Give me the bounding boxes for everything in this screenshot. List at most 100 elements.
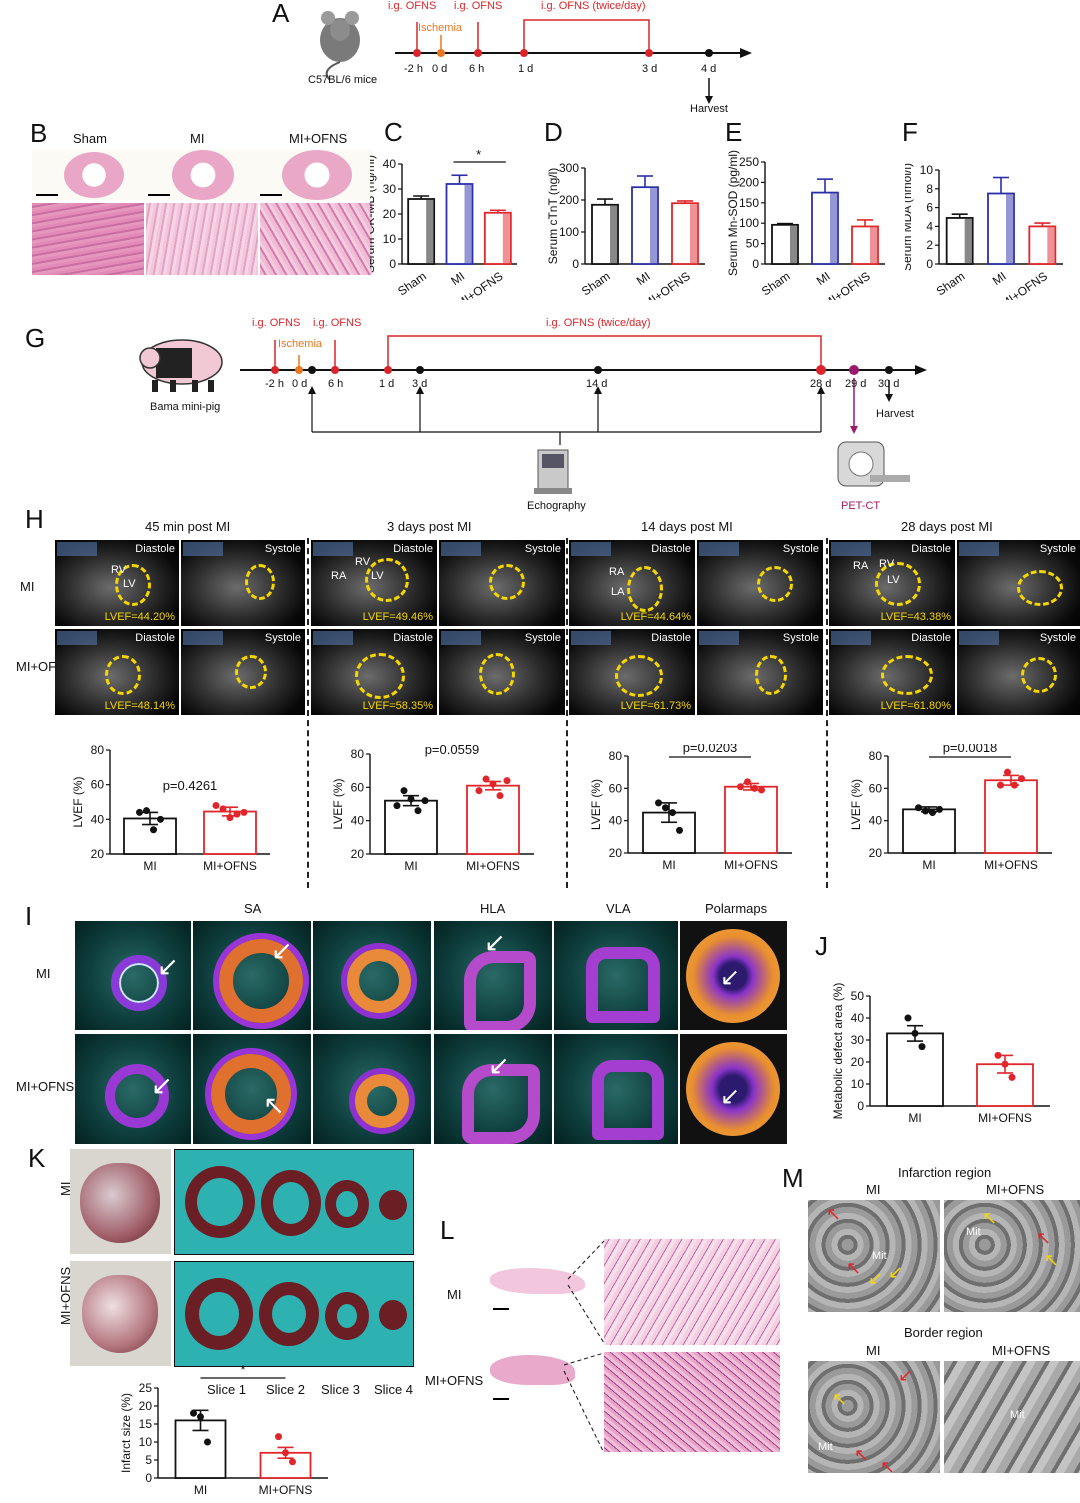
data-point <box>240 808 248 816</box>
x-tick-label: MI+OFNS <box>259 1483 313 1497</box>
pet-ofns-sa-3 <box>313 1034 431 1144</box>
red-arrow-icon: ↖ <box>826 1204 842 1224</box>
panel-letter-l: L <box>440 1215 455 1245</box>
echo-ofns-14d-systole: Systole <box>697 629 823 715</box>
chart-annotation: p=0.0559 <box>425 742 480 757</box>
m-border-title: Border region <box>904 1325 983 1340</box>
echo-mi-14d-diastole: Diastole RA LA LVEF=44.64% <box>569 540 695 626</box>
tick-g-6: 28 d <box>810 378 832 390</box>
bar-shade <box>1006 194 1013 263</box>
timeline-a-harvest: Harvest <box>690 103 728 115</box>
h-time-2: 14 days post MI <box>641 519 733 534</box>
y-tick-label: 0 <box>926 257 933 271</box>
heart-section-mi <box>172 150 234 200</box>
data-point <box>911 1029 919 1037</box>
l-tissue-mi <box>490 1268 585 1294</box>
h-separator-1 <box>307 538 309 888</box>
y-tick-label: 80 <box>609 749 623 763</box>
echography-device-icon <box>534 449 572 494</box>
data-point <box>275 1433 282 1441</box>
l-zoom-mi <box>604 1239 780 1345</box>
panel-letter-i: I <box>25 901 33 931</box>
yellow-arrow-icon: ↖ <box>832 1389 848 1409</box>
data-point <box>758 786 765 794</box>
data-point <box>997 781 1004 789</box>
bar <box>902 808 956 854</box>
echo-ofns-45min-systole: Systole <box>181 629 305 715</box>
y-tick-label: 10 <box>139 1435 153 1449</box>
heart-section-ofns <box>282 150 352 200</box>
data-point <box>204 1438 211 1446</box>
data-point <box>1001 1060 1009 1068</box>
y-tick-label: 5 <box>145 1453 152 1467</box>
pet-mi-sa-1: ↙ <box>75 921 191 1030</box>
bar-shade <box>830 193 837 263</box>
x-tick-label: MI <box>143 859 156 873</box>
y-tick-label: 0 <box>389 257 396 271</box>
bar-shade <box>690 204 697 263</box>
em-infarct-ofns: Mit ↖ ↖ ↖ <box>944 1200 1080 1312</box>
tick-g-8: 30 d <box>878 378 900 390</box>
y-tick-label: 0 <box>857 1099 864 1113</box>
bar-shade <box>1047 227 1055 263</box>
x-tick-label: MI <box>448 269 467 288</box>
y-axis-label: Infarct size (%) <box>119 1393 133 1473</box>
data-point <box>503 777 511 785</box>
m-infarct-title: Infarction region <box>898 1165 992 1180</box>
red-arrow-icon: ↖ <box>854 1445 870 1465</box>
i-row-ofns: MI+OFNS <box>16 1079 75 1094</box>
data-point <box>1018 775 1025 783</box>
y-tick-label: 0 <box>572 257 579 271</box>
h-separator-3 <box>826 538 828 888</box>
y-tick-label: 10 <box>383 232 397 246</box>
data-point <box>157 815 164 823</box>
y-tick-label: 40 <box>609 814 623 828</box>
x-tick-label: MI+OFNS <box>203 859 257 873</box>
m-infarct-col-mi: MI <box>866 1182 881 1197</box>
echo-ofns-3d-systole: Systole <box>439 629 565 715</box>
mouse-icon <box>320 11 360 81</box>
data-point <box>918 1043 926 1051</box>
panel-b-col-ofns: MI+OFNS <box>289 131 348 146</box>
panel-letter-c: C <box>384 117 403 147</box>
y-tick-label: 4 <box>926 219 933 233</box>
panel-letter-b: B <box>30 118 48 148</box>
pet-ofns-hla: ↙ <box>434 1034 552 1144</box>
h-time-3: 28 days post MI <box>901 519 993 534</box>
y-axis-label: LVEF (%) <box>849 779 863 830</box>
x-tick-label: MI <box>404 859 417 873</box>
data-point <box>150 826 157 834</box>
k-slice-2: Slice 2 <box>266 1382 306 1397</box>
timeline-a-ofns-twice: i.g. OFNS (twice/day) <box>541 0 646 12</box>
bar-shade <box>610 205 617 263</box>
y-tick-label: 50 <box>746 237 760 251</box>
data-point <box>400 787 408 795</box>
i-view-polarmaps: Polarmaps <box>705 901 768 916</box>
pet-ofns-sa-2: ↖ <box>193 1034 311 1144</box>
panel-letter-e: E <box>725 117 743 147</box>
y-tick-label: 100 <box>559 225 579 239</box>
data-point <box>475 787 483 795</box>
chart-annotation: p=0.0203 <box>683 744 738 755</box>
y-tick-label: 150 <box>739 196 759 210</box>
l-zoom-lines <box>563 1240 605 1454</box>
y-tick-label: 100 <box>739 216 759 230</box>
x-tick-label: Sham <box>934 269 968 298</box>
pet-ofns-sa-1: ↙ <box>75 1034 191 1144</box>
y-axis-label: Serum MDA (nmol/l) <box>905 163 914 271</box>
petct-scanner-icon <box>837 441 910 487</box>
i-view-vla: VLA <box>606 901 631 916</box>
y-axis-label: LVEF (%) <box>331 778 345 829</box>
echo-mi-28d-systole: Systole <box>957 540 1080 626</box>
h-row-mi: MI <box>20 579 35 594</box>
i-view-hla: HLA <box>480 901 506 916</box>
timeline-g-echo: Echography <box>527 500 586 512</box>
data-point <box>489 780 497 788</box>
panel-b-col-sham: Sham <box>73 131 107 146</box>
pet-mi-sa-2: ↙ <box>193 921 311 1030</box>
y-tick-label: 40 <box>351 814 365 828</box>
echo-mi-3d-systole: Systole <box>439 540 565 626</box>
red-arrow-icon: ↖ <box>846 1258 862 1278</box>
